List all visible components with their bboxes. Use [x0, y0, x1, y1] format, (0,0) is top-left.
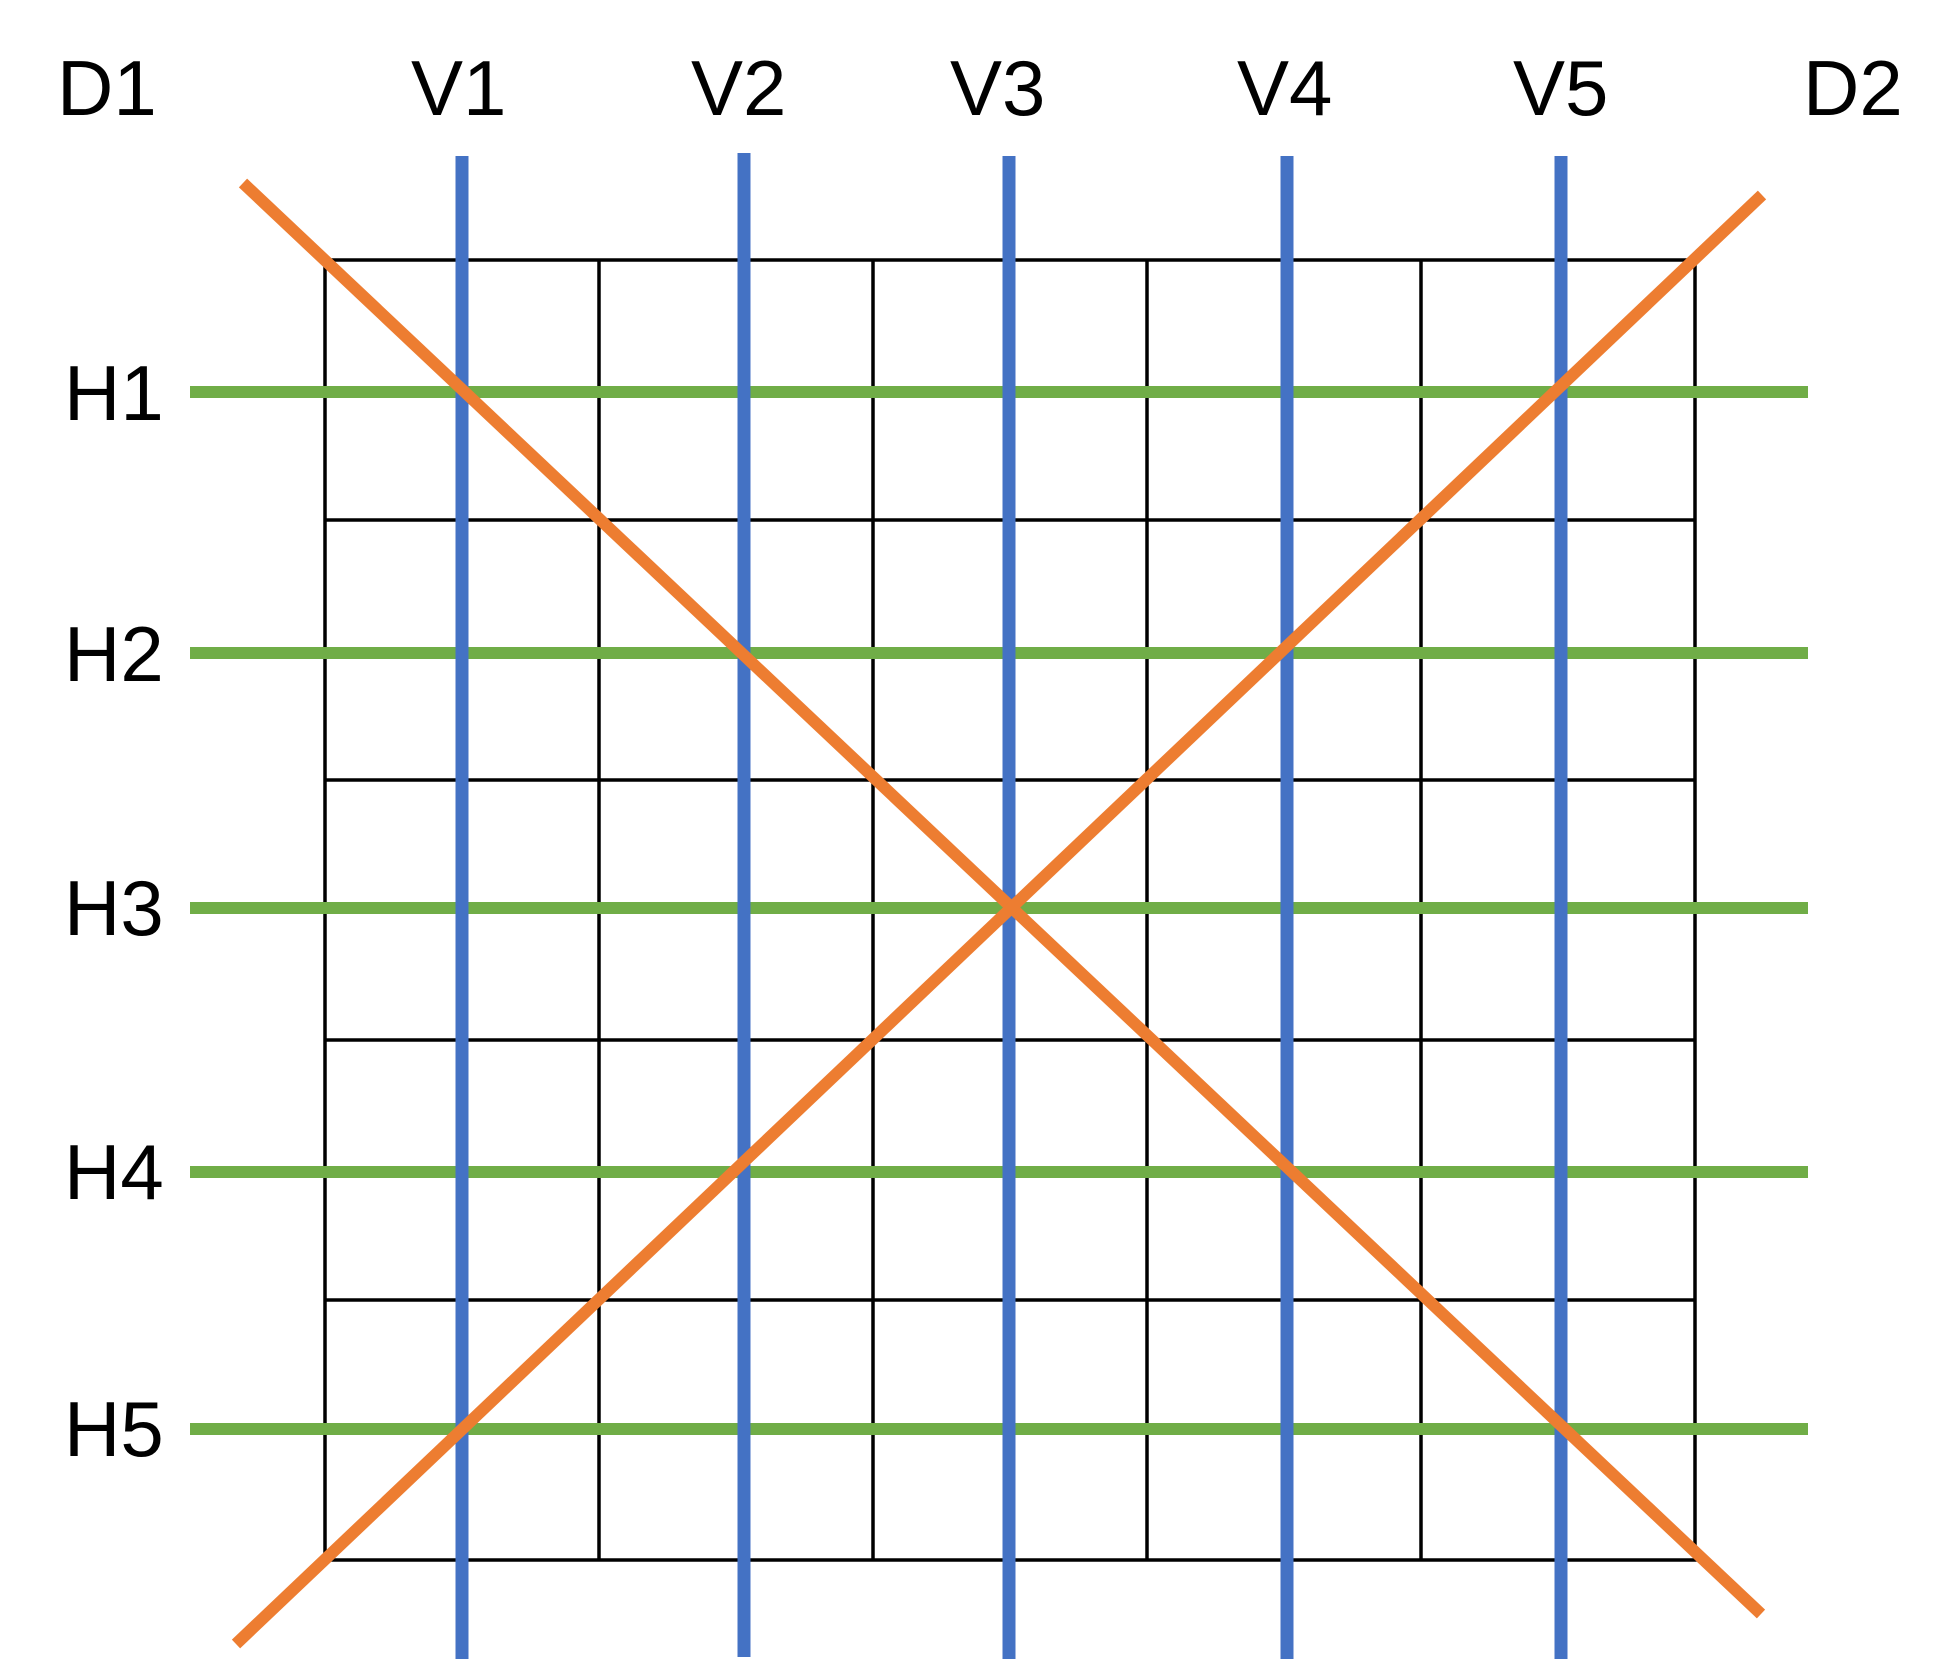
label-v4: V4 [1237, 44, 1332, 132]
label-d2: D2 [1803, 44, 1903, 132]
label-d1: D1 [57, 44, 157, 132]
diagonal-lines [231, 178, 1767, 1649]
label-h2: H2 [64, 610, 164, 698]
line-d2 [231, 190, 1767, 1649]
label-v1: V1 [411, 44, 506, 132]
label-h5: H5 [64, 1385, 164, 1473]
line-labels: D1 D2 V1 V2 V3 V4 V5 H1 H2 H3 H4 H5 [57, 44, 1903, 1473]
label-v5: V5 [1513, 44, 1608, 132]
label-v2: V2 [691, 44, 786, 132]
line-d1 [238, 178, 1766, 1619]
label-h1: H1 [64, 349, 164, 437]
label-h4: H4 [64, 1128, 164, 1216]
label-v3: V3 [950, 44, 1045, 132]
label-h3: H3 [64, 864, 164, 952]
